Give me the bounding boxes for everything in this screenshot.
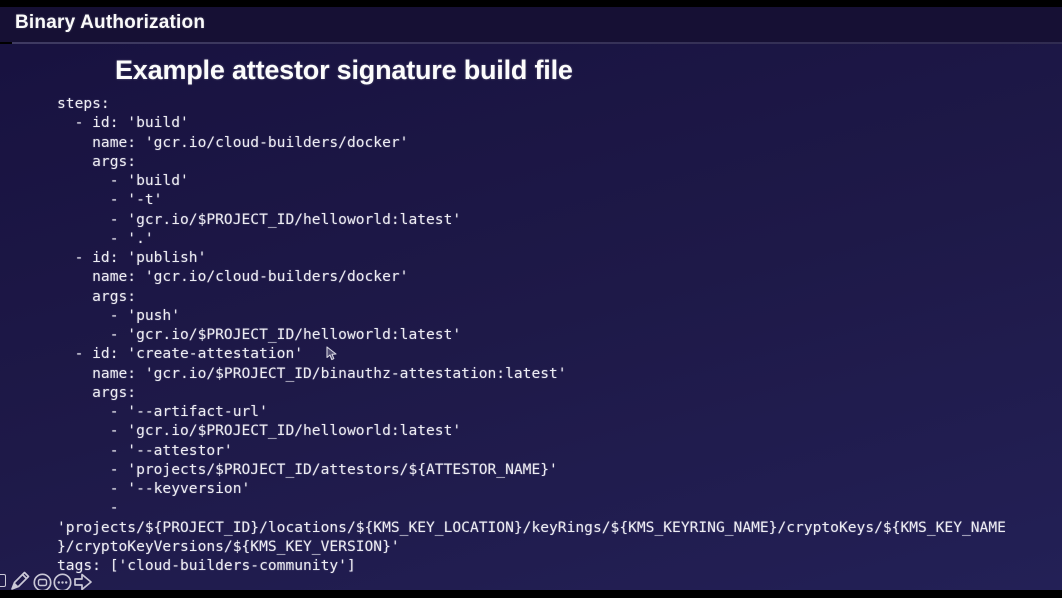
code-line: - 'build' [57,172,189,189]
next-slide-arrow-icon[interactable] [72,571,94,593]
code-line: - '.' [57,229,154,247]
code-line: args: [57,383,137,401]
more-options-icon[interactable] [53,572,72,592]
code-block: steps: - id: 'build' name: 'gcr.io/cloud… [57,94,1006,575]
code-line: name: 'gcr.io/cloud-builders/docker' [57,268,409,286]
code-line: }/cryptoKeyVersions/${KMS_KEY_VERSION}' [57,537,400,555]
code-line: - id: 'create-attestation' [57,345,304,363]
letterbox-top [0,0,1062,7]
mouse-cursor-icon [326,346,338,361]
code-line: - 'push' [57,306,181,324]
code-line: - 'projects/$PROJECT_ID/attestors/${ATTE… [57,460,558,478]
code-line: - '-t' [57,191,163,209]
code-line: steps: [57,95,110,112]
code-line: - id: 'publish' [57,249,207,266]
code-line: name: 'gcr.io/$PROJECT_ID/binauthz-attes… [57,364,567,382]
code-line: - '--artifact-url' [57,403,268,420]
square-outline-icon[interactable] [0,574,6,587]
pencil-icon[interactable] [9,570,31,592]
code-line: - [57,499,119,517]
code-line: args: [57,152,137,170]
slide-canvas [0,44,1062,590]
presenter-toolbar [0,570,120,594]
code-line: - 'gcr.io/$PROJECT_ID/helloworld:latest' [57,326,462,343]
header-divider [12,42,1062,44]
code-line: name: 'gcr.io/cloud-builders/docker' [57,133,409,151]
code-line: args: [57,287,137,305]
code-line: - 'gcr.io/$PROJECT_ID/helloworld:latest' [57,210,462,228]
header-title: Binary Authorization [15,12,206,33]
letterbox-bottom [0,590,1062,598]
code-line: - '--attestor' [57,441,233,459]
code-line: 'projects/${PROJECT_ID}/locations/${KMS_… [57,518,1006,536]
code-line: tags: ['cloud-builders-community'] [57,557,356,574]
code-line: - 'gcr.io/$PROJECT_ID/helloworld:latest' [57,422,462,440]
code-line: - '--keyversion' [57,480,251,497]
laser-pointer-icon[interactable] [33,572,52,592]
slide-title: Example attestor signature build file [115,55,573,85]
code-line: - id: 'build' [57,114,189,132]
header-bar: Binary Authorization [0,7,1062,42]
